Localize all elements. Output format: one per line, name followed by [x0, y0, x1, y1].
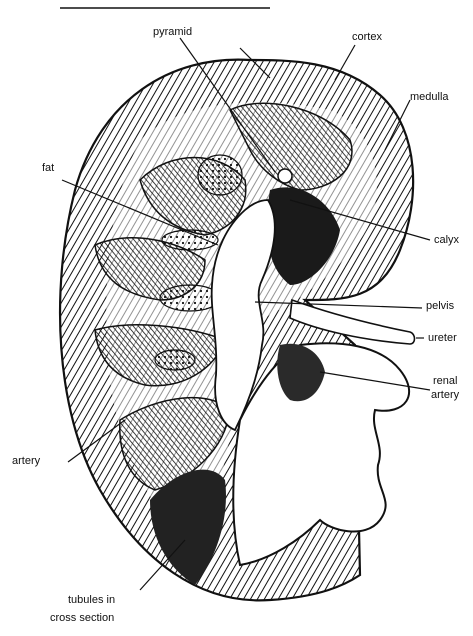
label-cortex: cortex — [352, 31, 382, 43]
label-calyx: calyx — [434, 234, 459, 246]
label-artery: artery — [12, 455, 40, 467]
label-pelvis: pelvis — [426, 300, 454, 312]
label-tubules-line2: cross section — [50, 612, 114, 624]
label-ureter: ureter — [428, 332, 457, 344]
label-pyramid: pyramid — [153, 26, 192, 38]
label-medulla: medulla — [410, 91, 449, 103]
label-tubules-line1: tubules in — [68, 594, 115, 606]
label-renal-artery-line1: renal — [433, 375, 457, 387]
label-renal-artery-line2: artery — [431, 389, 459, 401]
kidney-body — [60, 60, 414, 601]
label-fat: fat — [42, 162, 54, 174]
